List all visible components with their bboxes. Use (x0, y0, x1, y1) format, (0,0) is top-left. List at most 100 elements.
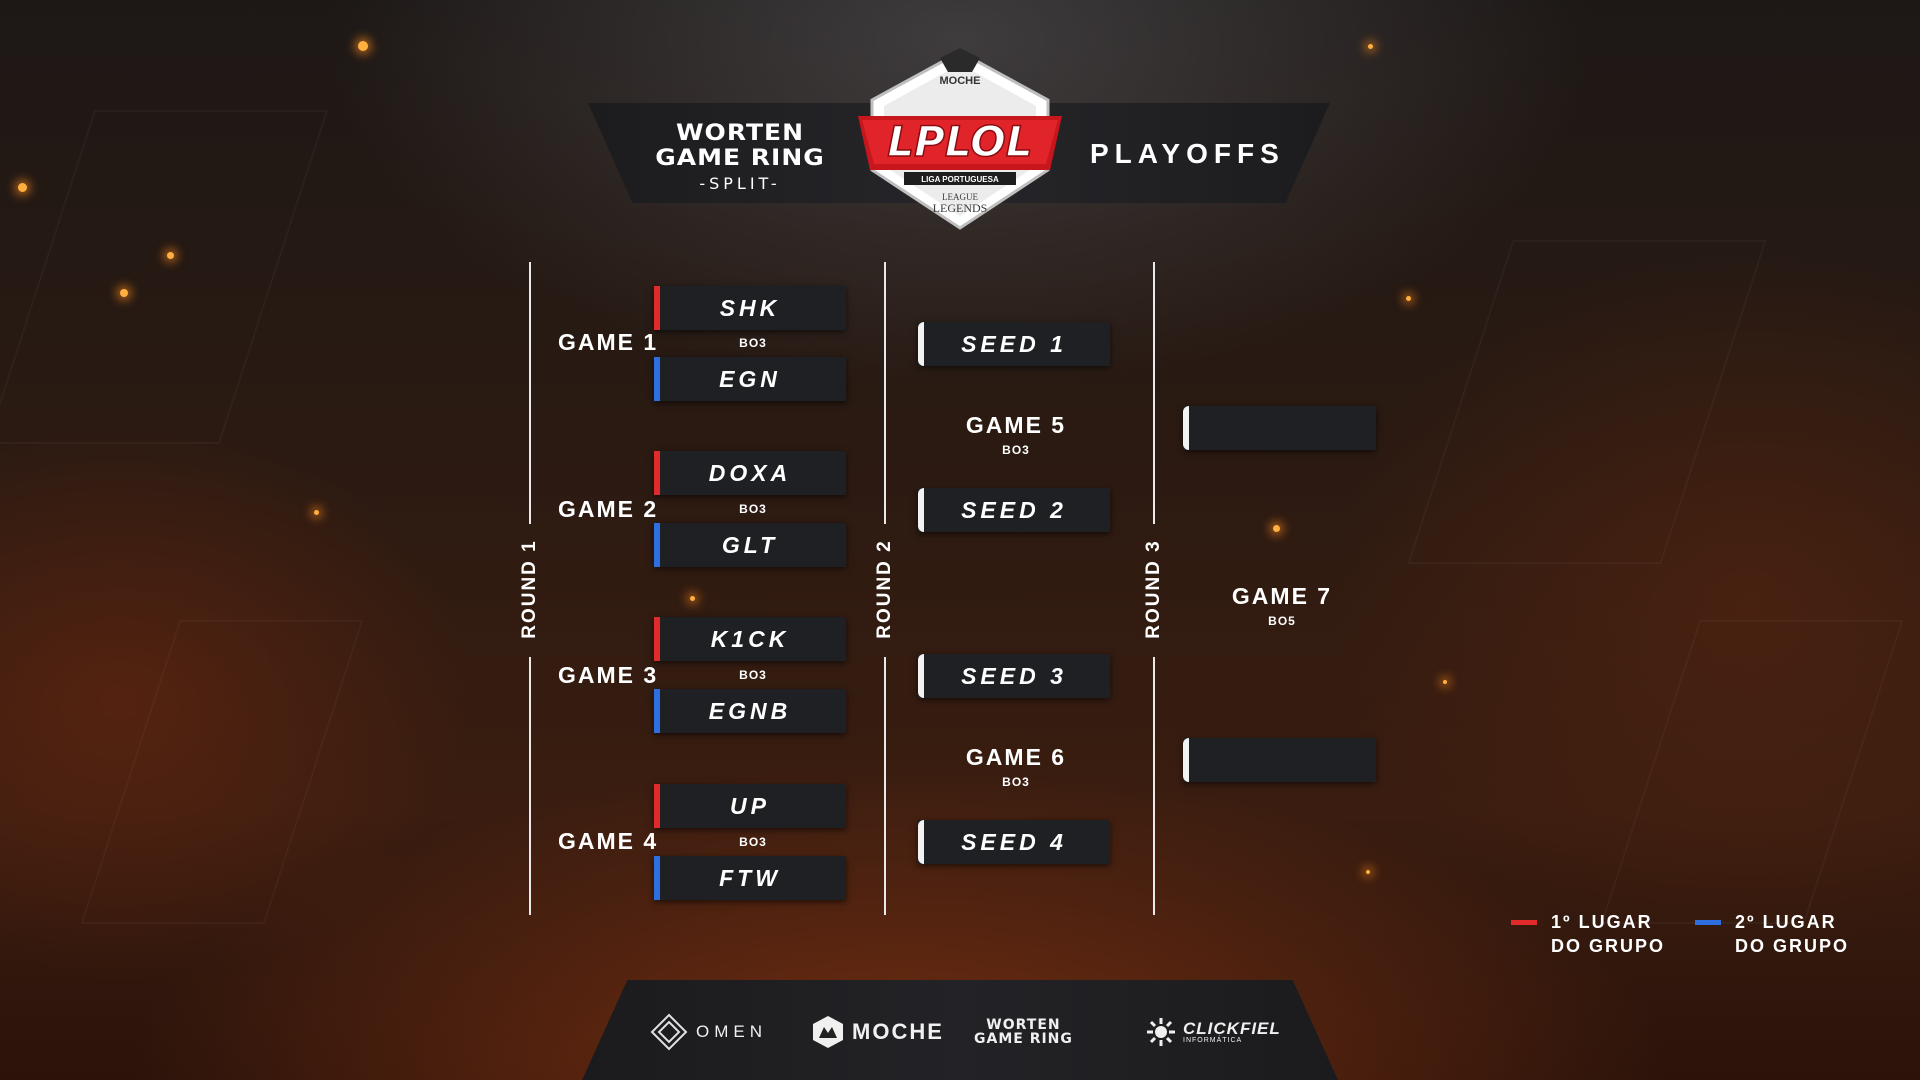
moche-logo: MOCHE (810, 1012, 944, 1052)
ember-particle (120, 289, 128, 297)
ember-particle (314, 510, 319, 515)
legend-first-line2: DO GRUPO (1551, 936, 1666, 956)
background-shape (1407, 240, 1766, 564)
game2-label: GAME 2 (558, 496, 659, 522)
round1-line-bottom (529, 657, 531, 915)
seed-color-bar (918, 488, 924, 532)
team-name: SHK (719, 295, 781, 321)
seed-color-bar (918, 654, 924, 698)
team-slot[interactable]: GLT (654, 523, 846, 567)
legend-first-place: 1º LUGAR DO GRUPO (1511, 910, 1666, 958)
match-format: BO3 (739, 835, 767, 849)
page-title: PLAYOFFS (1090, 138, 1285, 169)
seed-name: SEED 2 (961, 497, 1067, 523)
footer-banner (582, 980, 1338, 1080)
legend-second-line1: 2º LUGAR (1735, 912, 1837, 932)
team-slot[interactable]: DOXA (654, 451, 846, 495)
game5-format: BO3 (1002, 443, 1030, 457)
ember-particle (1406, 296, 1411, 301)
team-slot[interactable]: UP (654, 784, 846, 828)
seed-slot[interactable]: SEED 2 (918, 488, 1110, 532)
game7-format: BO5 (1268, 614, 1296, 628)
round1-label: ROUND 1 (519, 539, 540, 639)
clickfiel-icon (1147, 1018, 1175, 1046)
game5-title: GAME 5 (965, 412, 1067, 438)
match-format: BO3 (739, 336, 767, 350)
team-slot[interactable]: FTW (654, 856, 846, 900)
ember-particle (1368, 44, 1373, 49)
team-slot[interactable]: K1CK (654, 617, 846, 661)
worten-game-ring-logo: WORTEN GAME RING -SPLIT- (640, 120, 840, 192)
team-name: GLT (721, 532, 779, 558)
game1-label: GAME 1 (558, 329, 659, 355)
seed-color-bar (918, 820, 924, 864)
seed-color-bar (918, 322, 924, 366)
worten-game-ring-sponsor: WORTEN GAME RING (974, 1012, 1073, 1052)
legend-first-line1: 1º LUGAR (1551, 912, 1653, 932)
round1-line-top (529, 262, 531, 524)
background-shape (0, 110, 328, 444)
team-slot[interactable]: EGN (654, 357, 846, 401)
lplol-subtitle-text: LIGA PORTUGUESA (921, 175, 999, 184)
ember-particle (18, 183, 27, 192)
seed-slot[interactable]: SEED 3 (918, 654, 1110, 698)
team-name: EGNB (708, 698, 792, 724)
team-name: EGN (719, 366, 781, 392)
clickfiel-text: CLICKFIEL (1183, 1019, 1281, 1038)
seed-slot[interactable]: SEED 1 (918, 322, 1110, 366)
lol-line1-text: LEAGUE (942, 192, 978, 202)
omen-text: OMEN (696, 1022, 767, 1041)
worten-sponsor-line2: GAME RING (974, 1031, 1073, 1047)
split-text: -SPLIT- (699, 174, 781, 193)
team-name: DOXA (708, 460, 792, 486)
team-slot[interactable]: SHK (654, 286, 846, 330)
round3-line-top (1153, 262, 1155, 524)
seed-color-bar (654, 784, 660, 828)
legend-second-line2: DO GRUPO (1735, 936, 1850, 956)
worten-text: WORTEN (675, 119, 804, 146)
final-slot-top[interactable] (1183, 406, 1376, 450)
clickfiel-logo: CLICKFIEL INFORMÁTICA (1145, 1012, 1281, 1052)
ember-particle (690, 596, 695, 601)
omen-icon (650, 1013, 688, 1051)
team-name: FTW (719, 865, 781, 891)
seed-color-bar (1183, 406, 1189, 450)
lol-line2-text: LEGENDS (933, 201, 988, 215)
seed-name: SEED 4 (961, 829, 1067, 855)
team-slot[interactable]: EGNB (654, 689, 846, 733)
game3-label: GAME 3 (558, 662, 659, 688)
game4-label: GAME 4 (558, 828, 659, 854)
seed-color-bar (654, 523, 660, 567)
ember-particle (1443, 680, 1447, 684)
seed-color-bar (654, 689, 660, 733)
round3-line-bottom (1153, 657, 1155, 915)
seed-name: SEED 1 (961, 331, 1067, 357)
game7-title: GAME 7 (1231, 583, 1333, 609)
game-ring-text: GAME RING (655, 144, 825, 171)
game6-label: GAME 6 BO3 (936, 744, 1096, 789)
round2-line-top (884, 262, 886, 524)
match-format: BO3 (739, 502, 767, 516)
final-slot-bottom[interactable] (1183, 738, 1376, 782)
ember-particle (358, 41, 368, 51)
clickfiel-subtext: INFORMÁTICA (1183, 1037, 1243, 1044)
legend-red-swatch (1511, 920, 1537, 925)
match-format: BO3 (739, 668, 767, 682)
seed-color-bar (654, 856, 660, 900)
team-name: K1CK (710, 626, 790, 652)
clickfiel-wordmark: CLICKFIEL INFORMÁTICA (1183, 1020, 1281, 1044)
seed-name: SEED 3 (961, 663, 1067, 689)
seed-color-bar (654, 617, 660, 661)
lplol-logo: MOCHE LPLOL LIGA PORTUGUESA LEAGUE LEGEN… (858, 48, 1062, 230)
seed-slot[interactable]: SEED 4 (918, 820, 1110, 864)
game5-label: GAME 5 BO3 (936, 412, 1096, 457)
background-shape (81, 620, 364, 924)
background-shape (1601, 620, 1904, 924)
lplol-title-text: LPLOL (887, 117, 1032, 166)
legend-second-place: 2º LUGAR DO GRUPO (1695, 910, 1850, 958)
worten-sponsor-line1: WORTEN (986, 1017, 1061, 1033)
round3-label: ROUND 3 (1143, 539, 1164, 639)
ember-particle (167, 252, 174, 259)
omen-logo: OMEN (650, 1012, 767, 1052)
lplol-sponsor-text: MOCHE (940, 75, 981, 87)
